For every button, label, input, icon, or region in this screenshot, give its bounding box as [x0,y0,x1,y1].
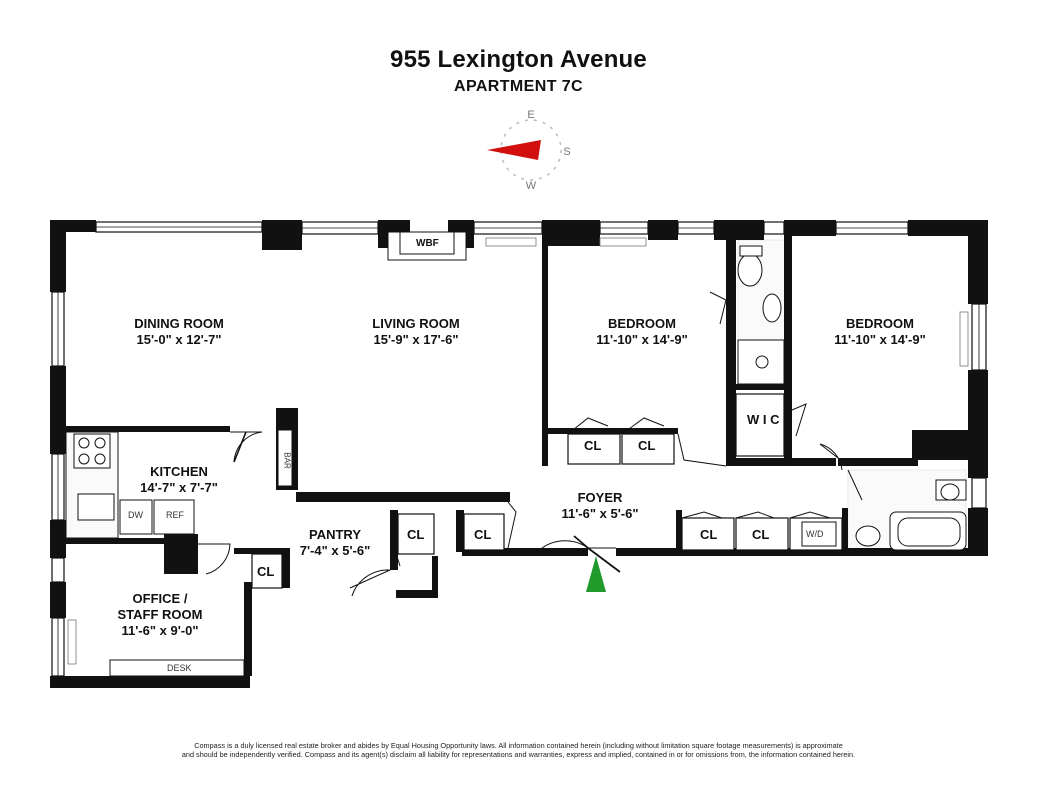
bar-counter [277,429,293,487]
doors [198,291,863,597]
desk-label: DESK [167,663,192,673]
room-name: FOYER [577,490,623,505]
closet-label: CL [257,564,275,579]
disclaimer-line-1: Compass is a duly licensed real estate b… [194,741,843,750]
fireplace [387,231,467,261]
room-name: BEDROOM [608,316,676,331]
entry-arrow-icon [586,556,606,592]
wbf-label: WBF [416,238,439,249]
room-name: BEDROOM [846,316,914,331]
room-label-pantry: PANTRY 7'-4" x 5'-6" [280,527,390,559]
radiators [67,237,969,665]
compass-e-label: E [527,109,534,121]
room-label-bedroom-2: BEDROOM 11'-10" x 14'-9" [820,316,940,348]
room-label-foyer: FOYER 11'-6" x 5'-6" [540,490,660,522]
room-dimensions: 11'-10" x 14'-9" [834,332,926,347]
room-dimensions: 15'-9" x 17'-6" [373,332,459,347]
wic-label: W I C [747,412,780,427]
compass-icon: E S W [487,109,571,192]
room-dimensions: 7'-4" x 5'-6" [299,543,371,558]
closet-label: CL [752,527,770,542]
room-dimensions: 11'-10" x 14'-9" [596,332,688,347]
closet-label: CL [638,438,656,453]
closet-label: CL [584,438,602,453]
compass-s-label: S [563,146,570,158]
compass-w-label: W [526,180,537,192]
closets [251,393,843,589]
closet-label: CL [700,527,718,542]
room-name: LIVING ROOM [372,316,460,331]
bath-fixtures [737,245,967,551]
room-label-living: LIVING ROOM 15'-9" x 17'-6" [356,316,476,348]
room-name: KITCHEN [150,464,208,479]
room-dimensions: 15'-0" x 12'-7" [136,332,222,347]
room-name-2: STAFF ROOM [117,607,203,622]
compass-pointer [487,140,541,160]
dw-label: DW [128,510,143,520]
room-label-dining: DINING ROOM 15'-0" x 12'-7" [124,316,234,348]
bar-label: BAR [282,452,292,469]
closet-doors [391,417,831,567]
room-name: DINING ROOM [134,316,224,331]
window-sill-lines [57,226,980,676]
apartment-subtitle: APARTMENT 7C [454,78,583,95]
room-dimensions: 11'-6" x 9'-0" [121,623,199,638]
room-dimensions: 14'-7" x 7'-7" [140,480,218,495]
ref-label: REF [166,510,184,520]
disclaimer: Compass is a duly licensed real estate b… [0,741,1037,759]
closet-label: CL [407,527,425,542]
disclaimer-line-2: and should be independently verified. Co… [181,750,856,759]
room-name: OFFICE / [132,591,188,606]
closet-label: CL [474,527,492,542]
room-dimensions: 11'-6" x 5'-6" [561,506,639,521]
wd-label: W/D [806,529,824,539]
address-title: 955 Lexington Avenue [390,46,647,73]
walls [50,220,988,688]
room-label-office: OFFICE / STAFF ROOM 11'-6" x 9'-0" [100,591,220,639]
room-label-kitchen: KITCHEN 14'-7" x 7'-7" [124,464,234,496]
kitchen-fixtures [65,431,837,677]
room-label-bedroom-1: BEDROOM 11'-10" x 14'-9" [582,316,702,348]
room-name: PANTRY [309,527,361,542]
